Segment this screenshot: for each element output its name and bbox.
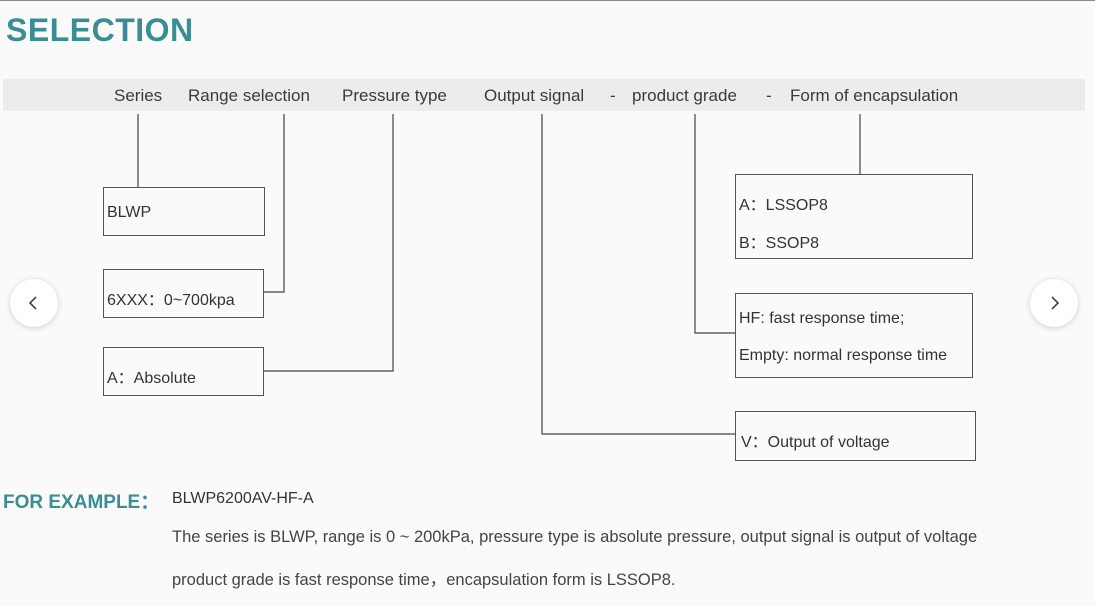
connector-output: [541, 114, 736, 435]
chevron-right-icon: [1051, 296, 1060, 310]
header-label-series: Series: [114, 86, 163, 105]
top-divider: [0, 0, 1095, 1]
example-description: The series is BLWP, range is 0 ~ 200kPa,…: [172, 528, 978, 546]
grade-option: Empty: normal response time: [739, 347, 948, 364]
example-label: FOR EXAMPLE：: [3, 492, 160, 513]
range-box: 6XXX：0~700kpa: [103, 269, 264, 318]
connector-grade: [694, 114, 736, 334]
header-label-encapsulation: Form of encapsulation: [790, 86, 959, 105]
encapsulation-option: B：SSOP8: [739, 235, 820, 252]
output-option: V：Output of voltage: [741, 434, 890, 451]
grade-box: HF: fast response time; Empty: normal re…: [735, 293, 973, 378]
header-label-range: Range selection: [188, 86, 310, 105]
chevron-left-icon: [28, 296, 37, 310]
connector-range: [263, 114, 285, 293]
example-code: BLWP6200AV-HF-A: [172, 490, 314, 507]
header-label-pressure: Pressure type: [342, 86, 447, 105]
grade-option: HF: fast response time;: [739, 310, 905, 327]
encapsulation-option: A：LSSOP8: [739, 197, 828, 214]
range-option: 6XXX：0~700kpa: [107, 292, 235, 309]
example-description: product grade is fast response time，enca…: [172, 571, 676, 589]
header-bar: [3, 79, 1085, 111]
output-box: V：Output of voltage: [735, 411, 976, 461]
header-label-grade: product grade: [632, 86, 737, 105]
series-box: BLWP: [103, 187, 265, 236]
header-label-output: Output signal: [484, 86, 585, 105]
page-title: SELECTION: [6, 12, 194, 48]
encapsulation-box: A：LSSOP8 B：SSOP8: [735, 174, 973, 259]
header-dash: -: [766, 86, 772, 105]
connector-pressure: [263, 114, 394, 372]
pressure-option: A：Absolute: [107, 370, 196, 387]
series-option: BLWP: [107, 204, 152, 221]
header-dash: -: [610, 86, 616, 105]
pressure-box: A：Absolute: [103, 347, 264, 396]
next-slide-button[interactable]: [1030, 279, 1078, 327]
prev-slide-button[interactable]: [10, 279, 58, 327]
